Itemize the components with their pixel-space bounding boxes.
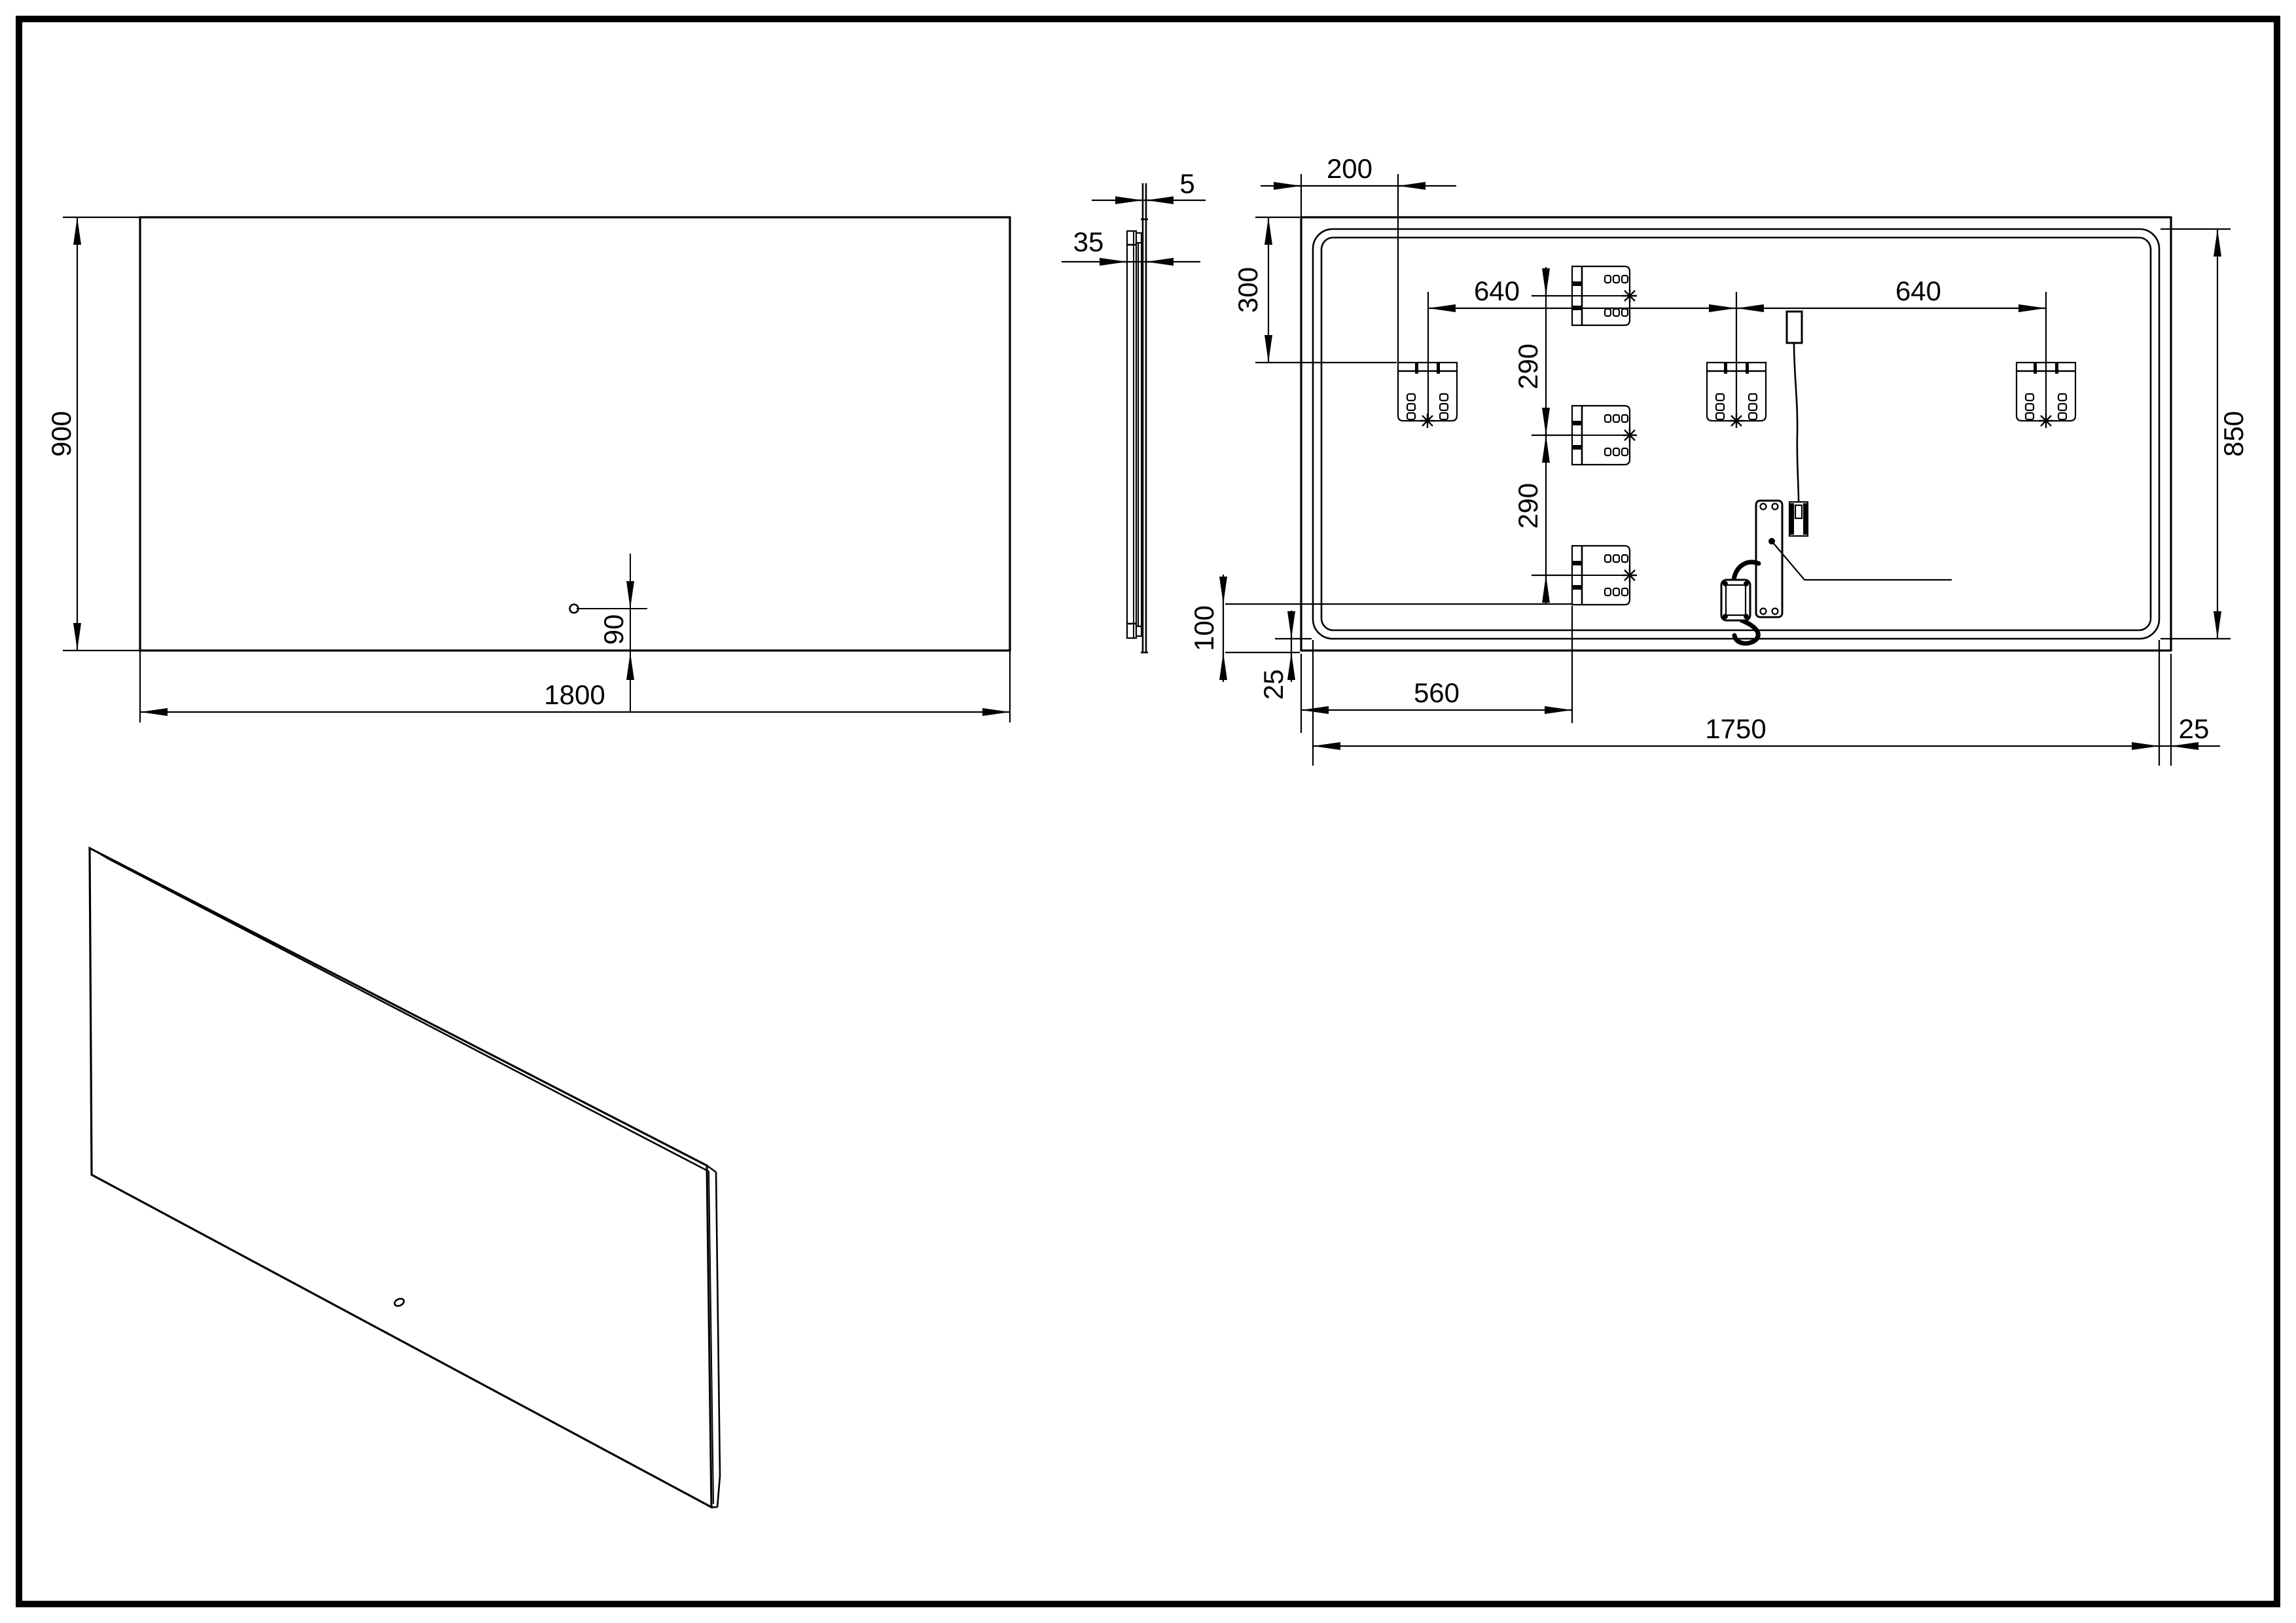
front-view: 900 1800 90: [46, 216, 1011, 722]
perspective-view: [88, 846, 721, 1509]
terminal-block: [1788, 501, 1809, 537]
mirror-perspective-face: [88, 846, 713, 1509]
power-cable-upper: [1731, 560, 1761, 582]
touch-sensor-hole-perspective: [393, 1298, 405, 1307]
dim-label-560: 560: [1414, 677, 1460, 708]
dim-label-200: 200: [1327, 153, 1372, 184]
channel-bracket-middle: [1572, 406, 1637, 465]
back-view: 200 300 640 640: [1189, 153, 2249, 766]
dim-label-1800: 1800: [544, 679, 605, 710]
power-cable-lower: [1732, 618, 1761, 646]
mirror-perspective-side: [706, 1164, 721, 1508]
frame-inner-edge: [1320, 236, 2152, 632]
dim-frame-height: 850: [2161, 228, 2249, 640]
dim-label-900: 900: [46, 411, 77, 457]
dim-sensor-offset: 90: [577, 554, 647, 712]
dim-front-width: 1800: [139, 651, 1011, 722]
dim-label-25-right: 25: [2179, 713, 2210, 744]
dim-bracket-top-offset: 300: [1232, 216, 1397, 364]
dim-total-depth: 35: [1062, 226, 1200, 266]
dim-edge-inset-left: 25: [1258, 611, 1312, 700]
dim-frame-width: 1750 25: [1312, 640, 2220, 766]
dim-label-90: 90: [598, 615, 629, 645]
dim-label-300: 300: [1232, 267, 1263, 313]
page-border: [16, 16, 2280, 1607]
led-driver: [1755, 499, 1784, 618]
dim-label-290-upper: 290: [1513, 344, 1543, 389]
dim-glass-thickness: 5: [1092, 168, 1206, 204]
dim-label-850: 850: [2218, 411, 2249, 457]
dim-label-100: 100: [1189, 605, 1219, 651]
dim-label-25-left: 25: [1258, 669, 1289, 700]
dim-label-1750: 1750: [1705, 713, 1766, 744]
side-view: 5 35: [1062, 168, 1206, 654]
cable-gland: [1785, 310, 1803, 344]
dim-channel-row-gaps: 290 290: [1513, 267, 1571, 603]
channel-bracket-top: [1572, 266, 1637, 325]
dim-bottom-offset: 100: [1189, 575, 1571, 682]
channel-bracket-bottom: [1572, 546, 1637, 605]
dim-label-640-right: 640: [1895, 276, 1941, 306]
leader-line: [1771, 541, 1952, 581]
power-connector: [1720, 560, 1761, 646]
dim-bracket-left-offset: 200: [1261, 153, 1456, 363]
sensor-wire: [1793, 342, 1800, 503]
dim-label-5: 5: [1179, 168, 1194, 199]
dim-label-35: 35: [1073, 226, 1104, 257]
frame-profile: [1126, 230, 1143, 639]
mirror-front-outline: [139, 216, 1011, 652]
dim-bracket-spans: 640 640: [1427, 276, 2047, 419]
dim-front-height: 900: [46, 216, 140, 652]
dim-label-640-left: 640: [1474, 276, 1520, 306]
dim-driver-column: 560: [1300, 606, 1573, 733]
dim-label-290-lower: 290: [1513, 483, 1543, 529]
